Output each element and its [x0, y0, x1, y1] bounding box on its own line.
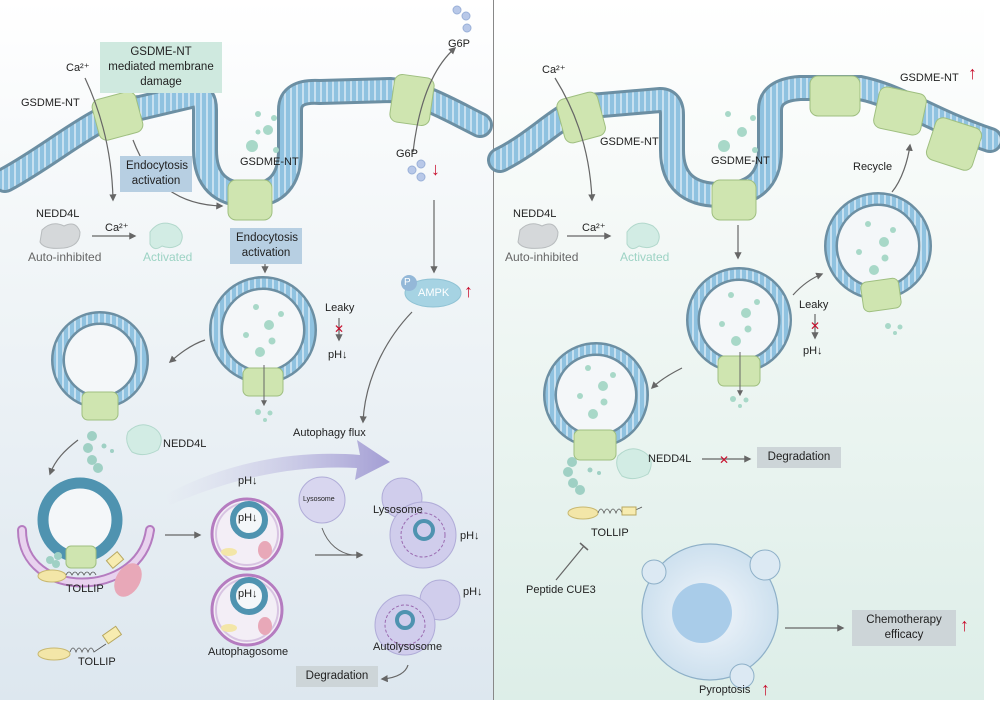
recycle-arrow: [891, 143, 913, 193]
peptide-inhibition: [555, 542, 589, 581]
nedd4l-vesicle-label: NEDD4L: [163, 438, 207, 450]
arrow-to-phagophore: [48, 439, 79, 476]
blocked-x-degradation: ✕: [719, 453, 729, 467]
arrow-to-vesicle-ub-right: [650, 367, 683, 390]
nedd4l-inhibited-shape: [39, 223, 81, 249]
gsdme-nt-pit-label-left: GSDME-NT: [240, 156, 299, 168]
ampk-shape: [404, 278, 462, 308]
g6p-in-label: G6P: [396, 148, 419, 160]
cargo-dots-pit-right: [718, 111, 758, 153]
ca-label-left-2: Ca²⁺: [105, 222, 129, 234]
autophagosome-1: [210, 497, 284, 571]
nedd4l-blocked-label: NEDD4L: [648, 453, 692, 465]
arrow-to-degradation-left: [380, 664, 409, 683]
g6p-export-arrow: [412, 47, 457, 153]
chemotherapy-increase-indicator: ↑: [960, 615, 969, 635]
ph-down-label-left: pH↓: [328, 349, 348, 361]
ca-label-right: Ca²⁺: [542, 64, 566, 76]
nedd4l-inhibited-shape-right: [517, 223, 559, 249]
ca-influx-arrow-right: [554, 77, 596, 202]
nedd4l-label-right: NEDD4L: [513, 208, 557, 220]
blocked-x-left: ✕: [334, 322, 344, 336]
ca-influx-arrow: [84, 77, 117, 202]
activated-label-left: Activated: [143, 250, 193, 264]
autophagosome-ph-inner-2: pH↓: [238, 588, 258, 600]
lysosome-small-label: Lysosome: [303, 496, 335, 503]
ampk-phospho-label: P: [404, 277, 411, 288]
chemotherapy-efficacy-box: Chemotherapy efficacy: [852, 610, 956, 646]
pyroptosis-increase-indicator: ↑: [761, 679, 770, 699]
tollip-right-label: TOLLIP: [591, 527, 629, 539]
g6p-decrease-indicator: ↓: [431, 159, 440, 179]
ca-label-left: Ca²⁺: [66, 62, 90, 74]
degradation-box-right: Degradation: [757, 447, 841, 468]
endocytosis-box-1: Endocytosis activation: [120, 156, 192, 192]
vesicle-recycling: [824, 192, 932, 335]
arrow-to-recycle-vesicle: [792, 272, 824, 296]
ampk-increase-indicator: ↑: [464, 281, 473, 301]
ampk-phospho: [401, 275, 417, 291]
autolysosome-label: Autolysosome: [373, 641, 443, 653]
autophagosome-label: Autophagosome: [208, 646, 289, 658]
recycle-label: Recycle: [853, 161, 893, 173]
gsdme-pore-pit: [227, 179, 273, 221]
autophagosome-2: [210, 573, 284, 647]
pyroptosis-label: Pyroptosis: [699, 684, 751, 696]
vesicle-leaky-right: [686, 267, 792, 408]
leaky-label-left: Leaky: [325, 302, 355, 314]
autophagy-flux-arrow: [165, 440, 390, 505]
tollip-free-shape: [37, 625, 123, 661]
gsdme-nt-increase-indicator: ↑: [968, 63, 977, 83]
autophagosome-ph-inner-1: pH↓: [238, 512, 258, 524]
leaky-label-right: Leaky: [799, 299, 829, 311]
degradation-box-left: Degradation: [296, 666, 378, 687]
endocytosis-box-2: Endocytosis activation: [230, 228, 302, 264]
autophagy-flux-label: Autophagy flux: [293, 427, 366, 439]
gsdme-nt-label-right-3: GSDME-NT: [900, 72, 959, 84]
gsdme-pore: [91, 91, 144, 141]
autolysosome-ph-2: pH↓: [463, 586, 483, 598]
ph-down-label-right: pH↓: [803, 345, 823, 357]
vesicle-leaky: [209, 276, 317, 422]
autophagosome-ph-outer: pH↓: [238, 475, 258, 487]
gsdme-nt-label-right-1: GSDME-NT: [600, 136, 659, 148]
nedd4l-activated-shape-right: [626, 222, 660, 250]
autolysosome-1: [381, 477, 457, 569]
ca-label-right-2: Ca²⁺: [582, 222, 606, 234]
gsdme-nt-label-left: GSDME-NT: [21, 97, 80, 109]
nedd4l-activated-shape: [149, 222, 183, 250]
ampk-label: AMPK: [418, 287, 450, 299]
blocked-x-right: ✕: [810, 319, 820, 333]
tollip-free-label: TOLLIP: [78, 656, 116, 668]
autolysosome-ph-1: pH↓: [460, 530, 480, 542]
autolysosome-2: [374, 579, 461, 656]
phagophore: [17, 477, 155, 597]
vesicle-ubiquitinated: [51, 311, 162, 473]
peptide-cue3-label: Peptide CUE3: [526, 584, 596, 596]
gsdme-pore-g6p: [389, 73, 435, 127]
activated-label-right: Activated: [620, 250, 670, 264]
lysosome-fusion-arrow: [321, 527, 353, 556]
cargo-dots-pit: [246, 111, 279, 153]
nedd4l-label-left: NEDD4L: [36, 208, 80, 220]
auto-inhibited-label-left: Auto-inhibited: [28, 250, 102, 264]
lysosome-fused-label: Lysosome: [373, 504, 423, 516]
arrow-to-vesicle-ub: [168, 339, 206, 363]
vesicle-ubiquitinated-right: [543, 342, 652, 495]
tollip-right-shape: [567, 506, 643, 520]
g6p-out-label: G6P: [448, 38, 471, 50]
tollip-bound-label: TOLLIP: [66, 583, 104, 595]
auto-inhibited-label-right: Auto-inhibited: [505, 250, 579, 264]
ampk-to-autophagy-arrow: [359, 311, 413, 424]
membrane-damage-box: GSDME-NT mediated membrane damage: [100, 42, 222, 93]
g6p-dots: [407, 5, 472, 182]
lysosome-small: [298, 476, 346, 524]
gsdme-nt-label-right-2: GSDME-NT: [711, 155, 770, 167]
pyroptotic-cell: [641, 543, 781, 689]
